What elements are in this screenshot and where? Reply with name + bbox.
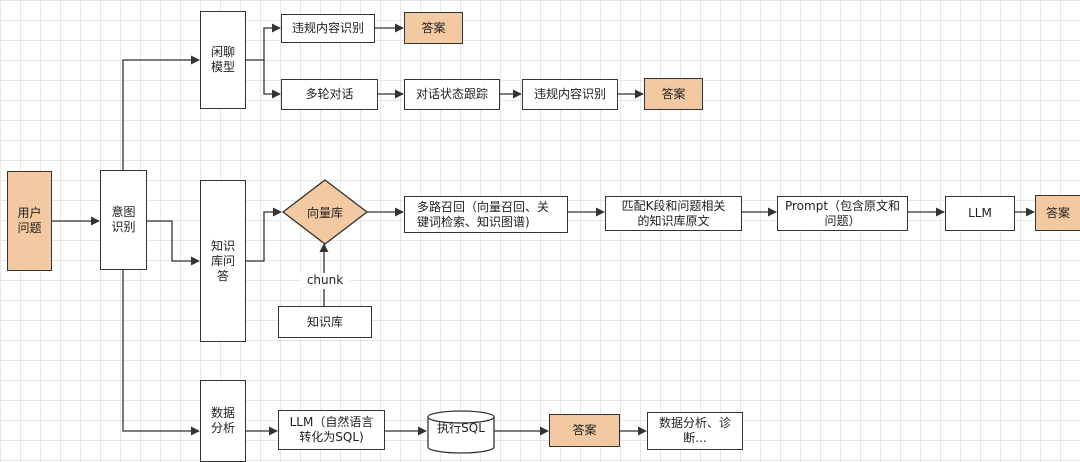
vector-db-diamond (281, 179, 369, 245)
multi-turn-node: 多轮对话 (281, 79, 378, 110)
knowledge-base-node: 知识库 (278, 306, 372, 338)
match-k-node: 匹配K段和问题相关 的知识库原文 (605, 196, 742, 231)
chat-model-node: 闲聊 模型 (200, 11, 246, 109)
intent-node: 意图 识别 (100, 170, 147, 270)
llm-node: LLM (945, 196, 1015, 231)
edge-intent-kb (147, 220, 200, 266)
data-diagnosis-node: 数据分析、诊 断... (647, 412, 743, 450)
answer-node-4: 答案 (549, 414, 620, 447)
violation-detect-node-1: 违规内容识别 (281, 14, 375, 43)
answer-node-3: 答案 (1035, 195, 1080, 231)
llm-sql-node: LLM（自然语言 转化为SQL) (278, 410, 385, 450)
edge-kb-vectordb (246, 207, 282, 262)
edge-intent-data (122, 270, 200, 436)
exec-sql-label: 执行SQL (437, 420, 485, 435)
chunk-label: chunk (300, 273, 350, 289)
data-analysis-node: 数据 分析 (200, 380, 246, 462)
prompt-node: Prompt（包含原文和 问题） (777, 196, 908, 231)
exec-sql-cylinder (427, 410, 495, 454)
answer-node-2: 答案 (644, 78, 703, 110)
edge-intent-chat (122, 55, 200, 170)
user-question-node: 用户 问题 (7, 171, 52, 271)
violation-detect-node-2: 违规内容识别 (522, 79, 618, 110)
answer-node-1: 答案 (404, 12, 463, 44)
edge-chat-multiturn (263, 60, 281, 99)
multi-recall-node: 多路召回（向量召回、关 键词检索、知识图谱) (404, 196, 568, 233)
dialog-state-node: 对话状态跟踪 (404, 79, 500, 110)
vector-db-label: 向量库 (306, 205, 343, 220)
edge-chat-violation1 (246, 23, 281, 61)
kb-qa-node: 知识 库问 答 (200, 180, 246, 342)
